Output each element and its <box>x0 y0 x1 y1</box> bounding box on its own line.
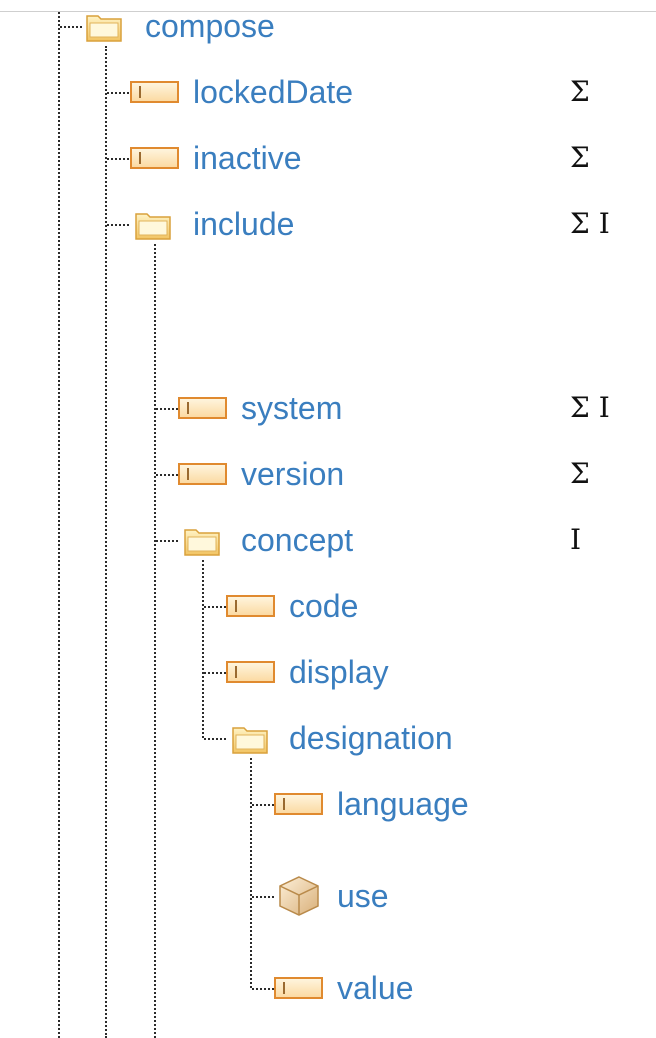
tree-node-flags: Σ <box>570 75 590 108</box>
tree-node-label: system <box>241 390 343 426</box>
tree-node-label: include <box>193 206 295 242</box>
datatype-icon <box>279 876 319 916</box>
tree-node-label: inactive <box>193 140 302 176</box>
tree-node-use[interactable]: use <box>0 876 656 916</box>
element-icon <box>226 661 275 683</box>
tree-node-label: display <box>289 654 389 690</box>
element-icon <box>274 793 323 815</box>
element-icon <box>178 397 227 419</box>
tree-node-label: code <box>289 588 359 624</box>
tree-node-value[interactable]: value <box>0 968 656 1008</box>
tree-node-label: lockedDate <box>193 74 354 110</box>
tree-node-system[interactable]: system Σ I <box>0 388 656 428</box>
tree-node-compose[interactable]: compose <box>0 6 656 46</box>
tree-node-version[interactable]: version Σ <box>0 454 656 494</box>
top-border <box>0 11 656 12</box>
tree-node-inactive[interactable]: inactive Σ <box>0 138 656 178</box>
tree-node-label: use <box>337 878 389 914</box>
tree-node-flags: Σ <box>570 457 590 490</box>
tree-node-label: designation <box>289 720 453 756</box>
tree-node-label: value <box>337 970 414 1006</box>
tree-node-concept[interactable]: concept I <box>0 520 656 560</box>
element-icon <box>130 81 179 103</box>
element-icon <box>226 595 275 617</box>
folder-icon <box>135 213 171 240</box>
tree-node-language[interactable]: language <box>0 784 656 824</box>
element-icon <box>178 463 227 485</box>
folder-icon <box>184 529 220 556</box>
tree-node-label: version <box>241 456 345 492</box>
folder-icon <box>86 15 122 42</box>
tree-node-label: concept <box>241 522 354 558</box>
tree-node-flags: Σ <box>570 141 590 174</box>
element-icon <box>130 147 179 169</box>
element-icon <box>274 977 323 999</box>
tree-node-flags: I <box>570 523 582 556</box>
tree-node-display[interactable]: display <box>0 652 656 692</box>
tree-node-label: language <box>337 786 469 822</box>
tree-node-code[interactable]: code <box>0 586 656 626</box>
tree-node-label: compose <box>145 8 275 44</box>
folder-icon <box>232 727 268 754</box>
tree-node-flags: Σ I <box>570 391 610 424</box>
tree-node-lockedDate[interactable]: lockedDate Σ <box>0 72 656 112</box>
tree-node-designation[interactable]: designation <box>0 718 656 758</box>
tree-node-include[interactable]: include Σ I <box>0 204 656 244</box>
tree-node-flags: Σ I <box>570 207 610 240</box>
